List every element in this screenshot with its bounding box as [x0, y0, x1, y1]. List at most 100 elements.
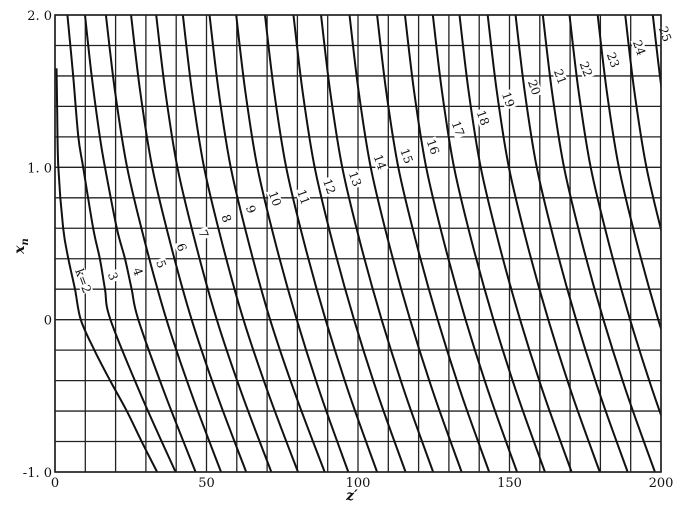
- y-tick-label: -1. 0: [23, 466, 52, 481]
- curve-k-16: [403, 15, 519, 472]
- curve-label: 8: [218, 212, 234, 224]
- curve-label: 22: [577, 60, 595, 79]
- x-axis-label: z′: [345, 488, 358, 504]
- curve-k-15: [376, 15, 491, 472]
- curve-label-group: 22: [577, 58, 595, 80]
- curve-label: 20: [525, 78, 543, 97]
- curve-k-23: [596, 15, 661, 333]
- curve-label: 15: [397, 146, 415, 165]
- curve-k-22: [568, 15, 661, 419]
- curve-k-4: [84, 15, 197, 472]
- curve-label-group: 7: [195, 226, 211, 241]
- curve-label-background: [449, 118, 467, 140]
- curve-label-group: 15: [397, 145, 416, 167]
- curve-label-background: [130, 264, 146, 279]
- curve-label-group: 24: [630, 37, 649, 59]
- curve-label-background: [397, 145, 416, 167]
- curve-k-17: [431, 15, 546, 472]
- y-axis-label-main: x: [12, 245, 28, 255]
- curve-label: 17: [449, 119, 467, 138]
- curve-label: 21: [551, 67, 569, 86]
- curve-k-14: [348, 15, 463, 472]
- curve-label-group: 6: [174, 240, 190, 255]
- curve-label-background: [630, 37, 648, 59]
- curve-label-background: [73, 267, 94, 295]
- curve-k-24: [624, 15, 661, 234]
- curve-label-background: [243, 202, 259, 217]
- x-tick-label: 150: [497, 476, 522, 491]
- curve-label-background: [195, 226, 211, 241]
- curve-k-3: [66, 15, 177, 472]
- curve-label-background: [424, 136, 442, 158]
- curve-label: 16: [424, 137, 442, 156]
- curve-label: 11: [294, 188, 312, 207]
- curve-label-group: 4: [130, 264, 146, 279]
- curve-label: 7: [195, 228, 211, 240]
- curve-label-group: 3: [105, 269, 121, 284]
- curve-label: 6: [174, 241, 190, 253]
- curve-label: 13: [346, 169, 364, 188]
- curve-k-9: [208, 15, 326, 472]
- curve-k-20: [514, 15, 629, 472]
- curve-label-group: 13: [346, 168, 364, 190]
- curve-label-background: [218, 211, 234, 226]
- curve-label-background: [499, 89, 517, 111]
- curve-label-group: 20: [525, 76, 543, 98]
- x-tick-label: 100: [346, 476, 371, 491]
- curve-k-2: [55, 68, 159, 472]
- curve-label: 14: [371, 153, 390, 172]
- curve-label-group: 14: [371, 151, 390, 173]
- curve-label: 5: [153, 258, 169, 270]
- curve-k-21: [541, 15, 656, 472]
- curve-label: 3: [105, 270, 121, 282]
- curve-label-group: 23: [604, 49, 622, 71]
- curve-label-group: 5: [153, 256, 169, 272]
- curve-label-background: [474, 107, 492, 129]
- curve-label: 18: [474, 108, 492, 127]
- curve-label: 23: [604, 50, 622, 69]
- curve-k-11: [263, 15, 379, 472]
- curve-label-group: 16: [424, 136, 442, 158]
- curve-label-background: [105, 269, 121, 284]
- curve-label-background: [577, 58, 595, 80]
- y-axis-label-sub: n: [20, 238, 31, 245]
- curve-label-group: 21: [551, 66, 569, 88]
- curve-k-13: [320, 15, 435, 472]
- y-tick-label: 2. 0: [27, 9, 52, 24]
- curve-label: 10: [266, 189, 284, 208]
- curve-k-19: [486, 15, 601, 472]
- curve-k-12: [292, 15, 407, 472]
- plot-frame: [54, 14, 662, 473]
- x-tick-label: 50: [198, 476, 215, 491]
- curve-label-background: [346, 168, 364, 190]
- curve-k-5: [104, 15, 222, 472]
- curve-label-group: 8: [218, 211, 234, 226]
- curve-label-group: 19: [499, 89, 517, 111]
- curve-label-background: [294, 186, 313, 208]
- x-axis-ticks: 0 50 100 150 200: [51, 476, 674, 491]
- curve-k-18: [458, 15, 573, 472]
- curve-label: 12: [320, 177, 338, 196]
- curve-label-group: 17: [449, 118, 467, 140]
- curve-k-7: [155, 15, 273, 472]
- curve-label: 24: [630, 38, 649, 57]
- x-tick-label: 0: [51, 476, 59, 491]
- y-axis-ticks: 2. 0 1. 0 0 -1. 0: [23, 9, 52, 481]
- curve-label-group: 10: [266, 188, 284, 210]
- y-tick-label: 0: [44, 314, 52, 329]
- x-tick-label: 200: [649, 476, 674, 491]
- curve-k-10: [235, 15, 350, 472]
- curve-label-group: 12: [320, 175, 338, 197]
- curves: [55, 15, 661, 472]
- curve-label-background: [174, 240, 190, 255]
- curve-label-background: [371, 151, 389, 173]
- curve-label-background: [266, 188, 284, 210]
- svg-text:xn: xn: [12, 238, 31, 255]
- y-tick-label: 1. 0: [27, 161, 52, 176]
- curve-label-group: 11: [294, 186, 313, 208]
- curve-k-8: [181, 15, 299, 472]
- curve-label-background: [320, 175, 338, 197]
- curve-label-background: [153, 256, 169, 272]
